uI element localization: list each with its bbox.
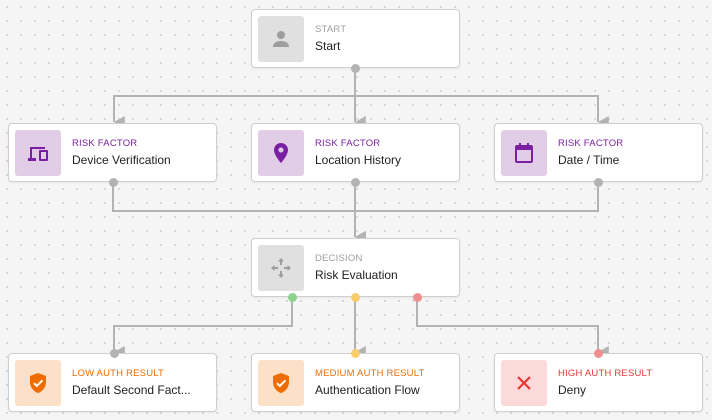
- node-decision-icon-box: [258, 245, 304, 291]
- node-medium-auth-result[interactable]: MEDIUM AUTH RESULT Authentication Flow: [251, 353, 460, 412]
- edge-decision-high: [416, 297, 609, 358]
- node-start-label: Start: [315, 39, 341, 53]
- node-high-auth-result[interactable]: HIGH AUTH RESULT Deny: [494, 353, 703, 412]
- edge-start-device: [113, 68, 356, 128]
- node-high-icon-box: [501, 360, 547, 406]
- location-pin-icon: [274, 143, 288, 163]
- node-start[interactable]: START Start: [251, 9, 460, 68]
- edge-decision-low: [113, 297, 293, 358]
- port-medium-in[interactable]: [350, 348, 360, 358]
- port-location-out[interactable]: [350, 177, 360, 187]
- node-low-kind: LOW AUTH RESULT: [72, 368, 165, 379]
- node-device-kind: RISK FACTOR: [72, 138, 138, 149]
- port-device-out[interactable]: [108, 177, 118, 187]
- shield-check-icon: [30, 373, 46, 393]
- edge-start-datetime: [354, 68, 609, 128]
- node-start-kind: START: [315, 24, 347, 35]
- port-start-out[interactable]: [350, 63, 360, 73]
- node-location-label: Location History: [315, 153, 402, 167]
- edge-device-decision: [112, 182, 366, 243]
- calendar-icon: [515, 143, 533, 163]
- node-datetime-kind: RISK FACTOR: [558, 138, 624, 149]
- node-high-kind: HIGH AUTH RESULT: [558, 368, 653, 379]
- node-low-auth-result[interactable]: LOW AUTH RESULT Default Second Fact...: [8, 353, 217, 412]
- node-risk-evaluation[interactable]: DECISION Risk Evaluation: [251, 238, 460, 297]
- node-low-icon-box: [15, 360, 61, 406]
- node-medium-icon-box: [258, 360, 304, 406]
- node-decision-label: Risk Evaluation: [315, 268, 398, 282]
- node-device-label: Device Verification: [72, 153, 171, 167]
- node-datetime-icon-box: [501, 130, 547, 176]
- node-medium-label: Authentication Flow: [315, 383, 420, 397]
- node-device-icon-box: [15, 130, 61, 176]
- node-location-kind: RISK FACTOR: [315, 138, 381, 149]
- node-low-label: Default Second Fact...: [72, 383, 191, 397]
- port-decision-low-out[interactable]: [287, 292, 297, 302]
- port-high-in[interactable]: [593, 348, 603, 358]
- port-datetime-out[interactable]: [593, 177, 603, 187]
- node-location-history[interactable]: RISK FACTOR Location History: [251, 123, 460, 182]
- move-arrows-icon: [271, 258, 291, 278]
- person-icon: [273, 31, 289, 47]
- port-decision-medium-out[interactable]: [350, 292, 360, 302]
- node-decision-kind: DECISION: [315, 253, 363, 264]
- node-date-time[interactable]: RISK FACTOR Date / Time: [494, 123, 703, 182]
- node-start-icon-box: [258, 16, 304, 62]
- node-medium-kind: MEDIUM AUTH RESULT: [315, 368, 425, 379]
- shield-check-icon: [273, 373, 289, 393]
- port-decision-high-out[interactable]: [412, 292, 422, 302]
- close-icon: [517, 376, 531, 390]
- node-high-label: Deny: [558, 383, 587, 397]
- edge-datetime-decision: [354, 182, 599, 243]
- devices-icon: [28, 147, 48, 161]
- port-low-in[interactable]: [109, 348, 119, 358]
- node-location-icon-box: [258, 130, 304, 176]
- node-datetime-label: Date / Time: [558, 153, 620, 167]
- node-device-verification[interactable]: RISK FACTOR Device Verification: [8, 123, 217, 182]
